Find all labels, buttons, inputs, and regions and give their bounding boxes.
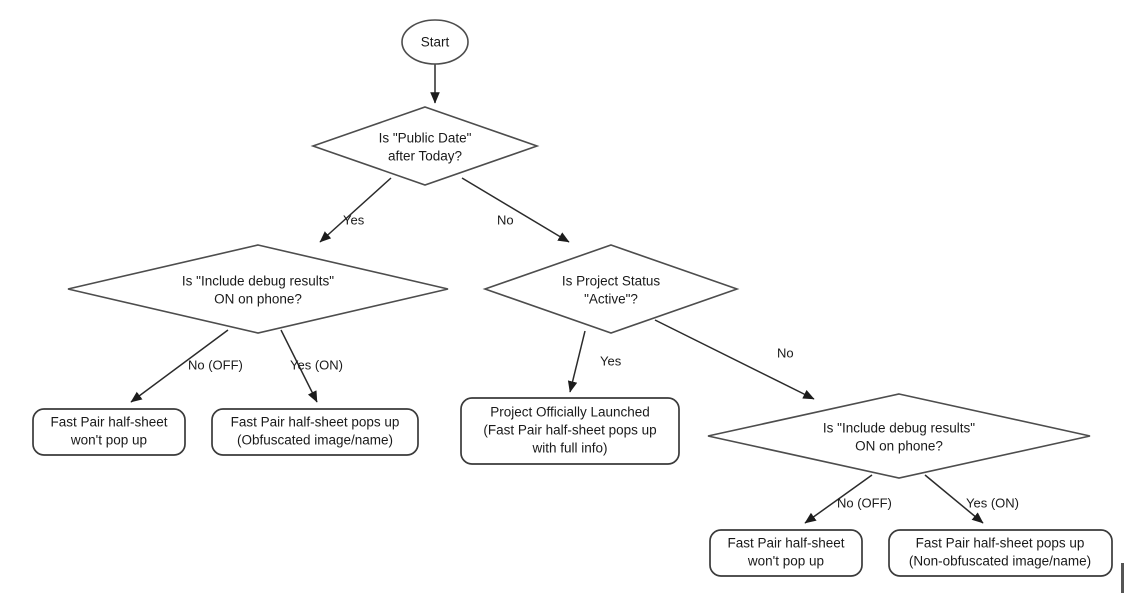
edge-label-debug-right-on: Yes (ON): [966, 495, 1019, 510]
start-ellipse[interactable]: [401, 19, 469, 65]
right-off-box[interactable]: [709, 529, 863, 577]
node-decision-public-date[interactable]: Is "Public Date" after Today?: [310, 106, 540, 186]
debug-right-line2: ON on phone?: [855, 439, 943, 454]
edge-public-date-no: [461, 177, 570, 243]
project-status-diamond[interactable]: [482, 244, 740, 334]
node-terminal-right-off[interactable]: Fast Pair half-sheet won't pop up: [709, 529, 863, 577]
edge-label-group: Yes No No (OFF) Yes (ON) Yes No No (OFF)…: [188, 212, 1019, 510]
launched-line1: Project Officially Launched: [490, 405, 650, 420]
edge-debug-right-on: [924, 474, 984, 524]
right-off-line2: won't pop up: [747, 554, 824, 569]
edge-label-public-date-no: No: [497, 212, 514, 227]
left-off-line1: Fast Pair half-sheet: [50, 415, 167, 430]
left-on-box[interactable]: [211, 408, 419, 456]
public-date-line1: Is "Public Date": [379, 131, 472, 146]
right-off-line1: Fast Pair half-sheet: [727, 536, 844, 551]
node-decision-project-status[interactable]: Is Project Status "Active"?: [482, 244, 740, 334]
launched-line3: with full info): [531, 441, 607, 456]
left-off-line2: won't pop up: [70, 433, 147, 448]
launched-line2: (Fast Pair half-sheet pops up: [483, 423, 656, 438]
right-on-line1: Fast Pair half-sheet pops up: [916, 536, 1085, 551]
edge-project-status-yes: [567, 330, 586, 393]
edge-label-debug-right-off: No (OFF): [837, 495, 892, 510]
left-off-box[interactable]: [32, 408, 186, 456]
public-date-line2: after Today?: [388, 149, 462, 164]
node-terminal-launched[interactable]: Project Officially Launched (Fast Pair h…: [460, 397, 680, 465]
edge-project-status-no: [654, 319, 815, 400]
project-status-line1: Is Project Status: [562, 274, 661, 289]
edge-group: [130, 64, 984, 524]
left-on-line2: (Obfuscated image/name): [237, 433, 393, 448]
debug-right-diamond[interactable]: [707, 393, 1091, 479]
node-terminal-right-on[interactable]: Fast Pair half-sheet pops up (Non-obfusc…: [888, 529, 1113, 577]
right-on-line2: (Non-obfuscated image/name): [909, 554, 1091, 569]
edge-label-debug-left-on: Yes (ON): [290, 357, 343, 372]
debug-right-line1: Is "Include debug results": [823, 421, 975, 436]
public-date-diamond[interactable]: [310, 106, 540, 186]
edge-label-project-status-no: No: [777, 345, 794, 360]
debug-left-diamond[interactable]: [67, 244, 449, 334]
edge-label-public-date-yes: Yes: [343, 212, 365, 227]
edge-artifact-mark: [1121, 563, 1124, 593]
node-terminal-left-off[interactable]: Fast Pair half-sheet won't pop up: [32, 408, 186, 456]
node-decision-debug-right[interactable]: Is "Include debug results" ON on phone?: [707, 393, 1091, 479]
edge-debug-left-on: [280, 329, 318, 403]
edge-debug-right-off: [804, 474, 873, 524]
edge-debug-left-off: [130, 329, 229, 403]
launched-box[interactable]: [460, 397, 680, 465]
edge-label-debug-left-off: No (OFF): [188, 357, 243, 372]
edge-label-project-status-yes: Yes: [600, 353, 622, 368]
right-on-box[interactable]: [888, 529, 1113, 577]
debug-left-line2: ON on phone?: [214, 292, 302, 307]
left-on-line1: Fast Pair half-sheet pops up: [231, 415, 400, 430]
node-decision-debug-left[interactable]: Is "Include debug results" ON on phone?: [67, 244, 449, 334]
edge-public-date-yes: [319, 177, 392, 243]
debug-left-line1: Is "Include debug results": [182, 274, 334, 289]
project-status-line2: "Active"?: [584, 292, 638, 307]
node-terminal-left-on[interactable]: Fast Pair half-sheet pops up (Obfuscated…: [211, 408, 419, 456]
node-start[interactable]: Start: [401, 19, 469, 65]
start-label: Start: [421, 35, 450, 50]
